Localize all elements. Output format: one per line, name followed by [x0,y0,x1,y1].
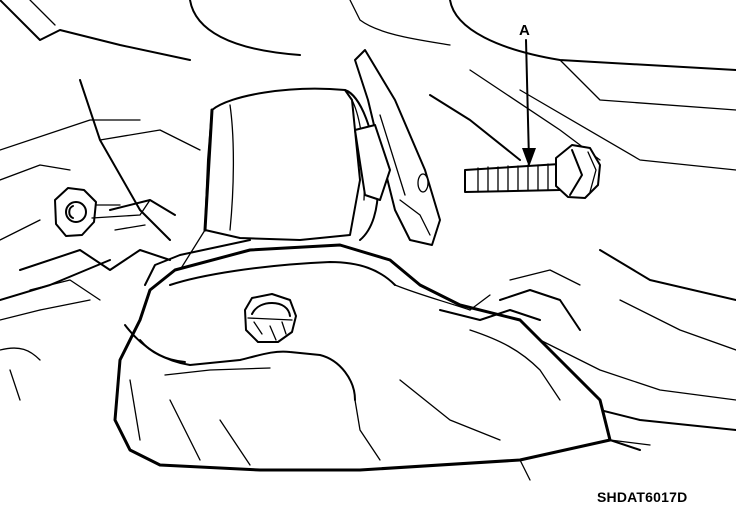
lower-right-detail [519,399,651,481]
bolt-a [464,144,601,199]
mount-cushion [179,87,380,271]
subframe [113,239,612,472]
callout-arrow [522,39,536,167]
left-nut [54,187,151,237]
callout-label-a: A [519,22,530,39]
bracket-arm [354,49,441,246]
center-nut [244,293,297,343]
figure-reference-code: SHDAT6017D [597,489,688,505]
